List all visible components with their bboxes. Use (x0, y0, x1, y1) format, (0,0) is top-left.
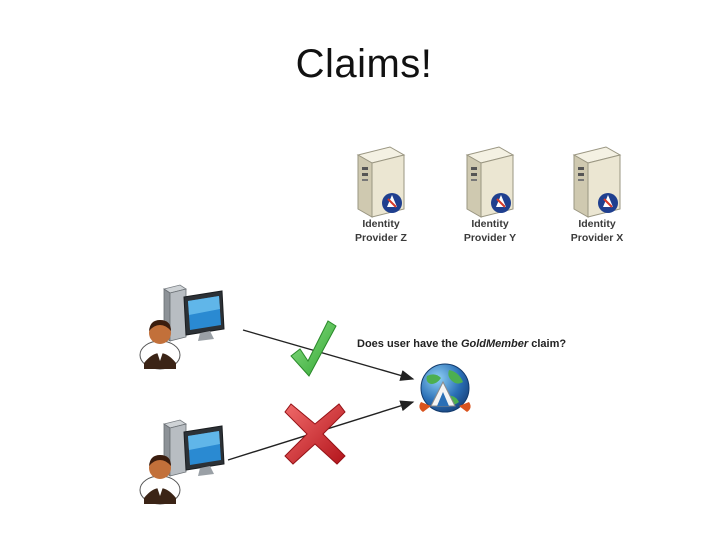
question-suffix: claim? (528, 338, 567, 350)
provider-label: Identity Provider X (542, 217, 652, 245)
claim-name: GoldMember (460, 338, 529, 350)
user-computer-icon (139, 284, 225, 370)
identity-provider-y: Identity Provider Y (445, 145, 535, 275)
globe-application-icon (419, 363, 471, 413)
provider-label: Identity Provider Z (326, 217, 436, 245)
provider-label-line2: Provider Z (355, 232, 407, 244)
identity-provider-x: Identity Provider X (552, 145, 642, 275)
question-prefix: Does user have the (357, 338, 461, 350)
provider-label-line1: Identity (471, 218, 509, 230)
green-checkmark-icon (290, 320, 337, 377)
provider-label-line1: Identity (578, 218, 616, 230)
user-without-claim (136, 418, 246, 508)
slide-title: Claims! (295, 42, 433, 86)
claim-question: Does user have the GoldMember claim? (357, 338, 566, 350)
user-computer-icon (139, 419, 225, 505)
provider-label-line1: Identity (362, 218, 400, 230)
provider-label: Identity Provider Y (435, 217, 545, 245)
server-icon (356, 146, 406, 218)
allowed-request-arrow (242, 329, 415, 381)
server-icon (572, 146, 622, 218)
provider-label-line2: Provider Y (463, 232, 517, 244)
identity-provider-z: Identity Provider Z (336, 145, 426, 275)
user-with-claim (136, 283, 246, 373)
red-x-icon (284, 403, 346, 465)
server-icon (465, 146, 515, 218)
provider-label-line2: Provider X (570, 232, 624, 244)
